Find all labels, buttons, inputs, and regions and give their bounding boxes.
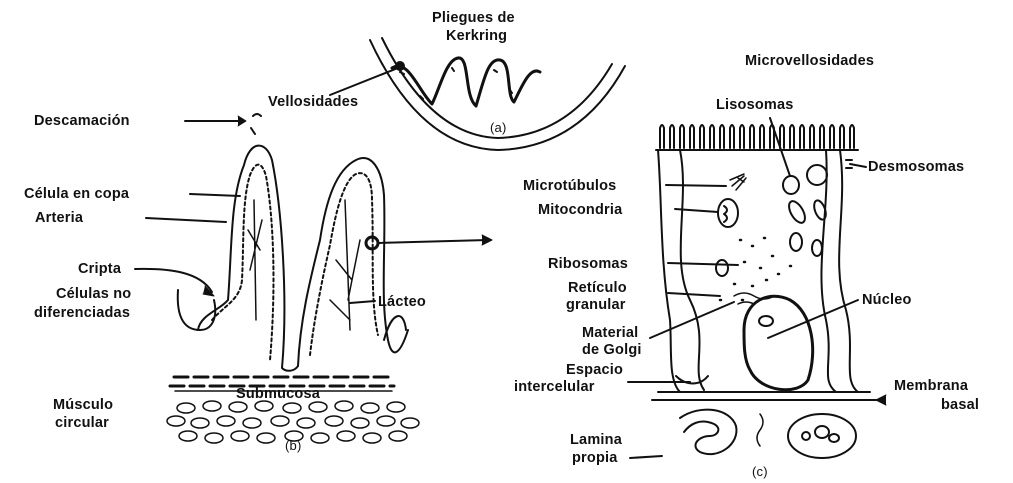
label-reticulo-1: Retículo (568, 280, 627, 296)
lacteo-leader (350, 301, 375, 303)
desmosomas-leader (850, 164, 866, 167)
lamina-leader (630, 456, 662, 458)
villus-right-outer (298, 158, 408, 366)
nucleo-leader (768, 300, 858, 338)
mitochondrion-1 (718, 199, 738, 227)
enlarge-arrow (378, 240, 488, 243)
rbc-2 (829, 434, 839, 442)
panel-a-drawing (330, 38, 625, 150)
nucleolus (759, 316, 773, 326)
golgi-leader (650, 302, 734, 338)
label-descamacion: Descamación (34, 113, 130, 129)
label-microtubulos: Microtúbulos (523, 178, 616, 194)
label-microvellosidades: Microvellosidades (745, 53, 874, 69)
microtubules (730, 174, 746, 190)
celula-copa-leader (190, 194, 240, 196)
label-espacio-2: intercelular (514, 379, 595, 395)
caption-a: (a) (490, 120, 507, 136)
label-lacteo: Lácteo (378, 294, 426, 310)
lysosome-2 (807, 165, 827, 185)
label-lamina-1: Lamina (570, 432, 622, 448)
mitochondrion-6 (716, 260, 728, 276)
fiber-middle (757, 414, 763, 446)
label-nucleo: Núcleo (862, 292, 912, 308)
label-desmosomas: Desmosomas (868, 159, 964, 175)
label-material-1: Material (582, 325, 638, 341)
mitochondrion-2 (786, 199, 808, 226)
mitochondrion-4 (790, 233, 802, 251)
label-mitocondria: Mitocondria (538, 202, 622, 218)
cell-left-outer (658, 150, 680, 392)
label-submucosa: Submucosa (236, 386, 320, 402)
label-celula-en-copa: Célula en copa (24, 186, 129, 202)
reticulo-leader (668, 293, 720, 296)
microvilli (660, 125, 854, 148)
vellosidades-leader (330, 68, 398, 95)
label-membrana-2: basal (941, 397, 979, 413)
label-membrana-1: Membrana (894, 378, 968, 394)
label-material-2: de Golgi (582, 342, 642, 358)
microtubulos-leader (666, 185, 726, 186)
rbc-3 (802, 432, 810, 440)
label-arteria: Arteria (35, 210, 83, 226)
villus-left-inner (212, 165, 273, 360)
capillary-left (680, 410, 736, 455)
label-vellosidades: Vellosidades (268, 94, 358, 110)
label-lamina-2: propia (572, 450, 618, 466)
label-reticulo-2: granular (566, 297, 626, 313)
crypt-left (178, 290, 215, 330)
shed-cell (251, 114, 261, 134)
rbc-1 (815, 426, 829, 438)
cell-right-border (839, 150, 858, 392)
caption-b: (b) (285, 438, 302, 454)
kerkring-folds (392, 58, 540, 106)
label-pliegues: Pliegues de (432, 10, 515, 26)
label-celulas-no-1: Células no (56, 286, 131, 302)
nucleus (744, 296, 813, 389)
villus-left-core (248, 200, 262, 320)
muscle-layer (167, 401, 419, 443)
panel-c-drawing (628, 118, 886, 458)
mitochondrion-5 (812, 240, 822, 256)
arteria-leader (146, 218, 226, 222)
submucosa-dashes (170, 377, 394, 386)
ribosome-dots (720, 238, 791, 300)
label-cripta: Cripta (78, 261, 121, 277)
capillary-right (788, 414, 856, 458)
caption-c: (c) (752, 464, 768, 480)
villus-right-inner (310, 173, 378, 355)
label-musculo-2: circular (55, 415, 109, 431)
label-celulas-no-2: diferenciadas (34, 305, 130, 321)
label-espacio-1: Espacio (566, 362, 623, 378)
label-ribosomas: Ribosomas (548, 256, 628, 272)
cripta-arrow (135, 269, 212, 292)
cell-right-inner (821, 150, 836, 392)
label-kerkring: Kerkring (446, 28, 507, 44)
label-lisosomas: Lisosomas (716, 97, 794, 113)
lysosome-1 (783, 176, 799, 194)
label-musculo-1: Músculo (53, 397, 113, 413)
panel-b-drawing (135, 114, 492, 391)
